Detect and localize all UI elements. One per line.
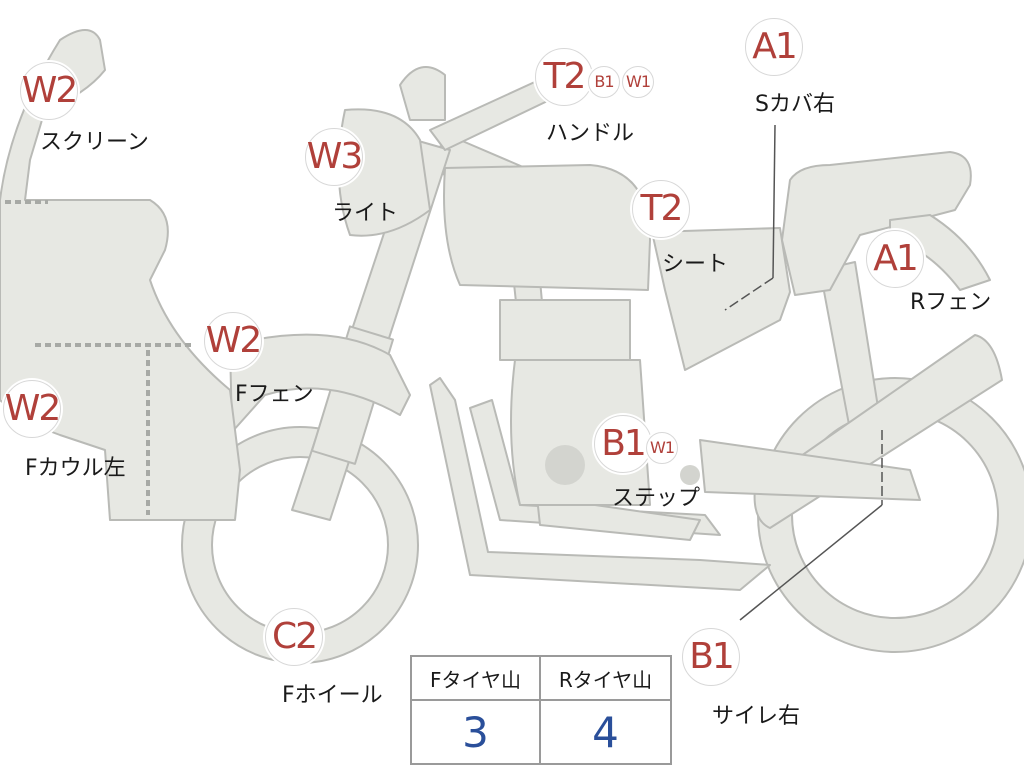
exhaust-pipe <box>429 377 771 591</box>
damage-code-badge: C2 <box>265 608 323 666</box>
damage-code-badge: B1 <box>594 415 652 473</box>
front-tire-tread-value: 3 <box>412 701 541 763</box>
part-label-r-fender: Rフェン <box>910 290 992 315</box>
part-label-f-cowl-left: Fカウル左 <box>25 456 126 481</box>
part-label-seat: シート <box>662 252 729 277</box>
part-label-light: ライト <box>332 201 399 226</box>
part-label-screen: スクリーン <box>40 130 149 155</box>
part-label-f-wheel: Fホイール <box>282 683 383 708</box>
damage-code-badge: B1 <box>682 628 740 686</box>
damage-code-badge: W1 <box>622 66 654 98</box>
table-header-front-tire: Fタイヤ山 <box>412 657 541 701</box>
fuel-tank <box>443 164 651 291</box>
damage-code-badge: W2 <box>204 312 262 370</box>
rear-tire-tread-value: 4 <box>592 707 619 757</box>
part-label-handle: ハンドル <box>546 121 635 146</box>
damage-code-badge: W2 <box>3 380 61 438</box>
part-label-s-cover-right: Sカバ右 <box>755 92 835 117</box>
damage-code-badge: A1 <box>745 18 803 76</box>
side-cover <box>651 227 791 371</box>
table-header-rear-tire: Rタイヤ山 <box>541 657 670 701</box>
part-label-step: ステップ <box>612 486 701 511</box>
front-cowl <box>0 29 241 521</box>
tire-tread-table: Fタイヤ山 Rタイヤ山 3 4 <box>410 655 672 765</box>
damage-code-badge: T2 <box>535 48 593 106</box>
damage-code-badge: W2 <box>20 62 78 120</box>
damage-code-badge: W1 <box>646 432 678 464</box>
damage-code-badge: B1 <box>588 66 620 98</box>
part-label-f-fender: Fフェン <box>235 382 314 407</box>
damage-code-badge: W3 <box>305 128 363 186</box>
damage-code-badge: A1 <box>866 230 924 288</box>
engine <box>499 299 631 361</box>
part-label-silencer-right: サイレ右 <box>712 704 801 729</box>
front-fender <box>229 333 411 433</box>
damage-code-badge: T2 <box>632 180 690 238</box>
